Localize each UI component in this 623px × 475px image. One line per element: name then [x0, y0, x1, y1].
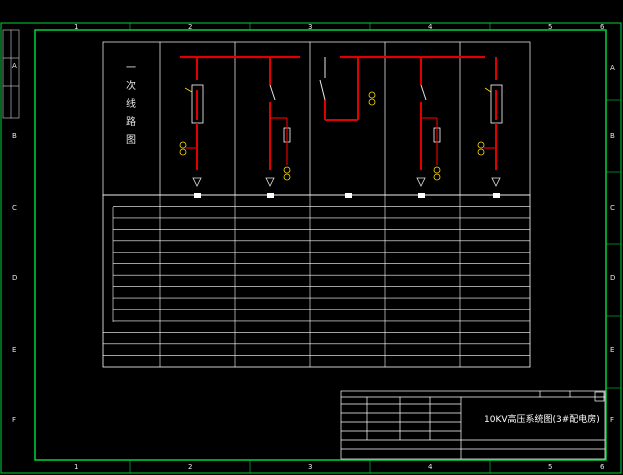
zone-label-left-c: C: [12, 204, 17, 212]
cabinet-2-circuit: [265, 57, 291, 187]
zone-label-left-b: B: [12, 132, 17, 140]
zone-label-left-d: D: [12, 274, 18, 282]
zone-label-bottom-1: 1: [74, 463, 79, 471]
zone-label-right-a: A: [610, 64, 615, 72]
cabinet-1-circuit: [179, 57, 204, 187]
zone-label-bottom-4: 4: [428, 463, 433, 471]
zone-label-bottom-6: 6: [600, 463, 605, 471]
bus-section-ct-2: [368, 98, 376, 106]
zone-label-top-6: 6: [600, 23, 605, 31]
zone-label-left-a: A: [12, 62, 17, 70]
bus-section-ct: [368, 91, 376, 99]
data-table-border: [102, 194, 531, 368]
zone-label-top-2: 2: [188, 23, 193, 31]
zone-label-right-e: E: [610, 346, 615, 354]
zone-label-right-f: F: [610, 416, 615, 424]
zone-ticks: [129, 23, 621, 473]
zone-label-bottom-5: 5: [548, 463, 553, 471]
outer-frame: [0, 22, 622, 474]
data-table-grid: [103, 206, 530, 356]
zone-label-top-4: 4: [428, 23, 433, 31]
zone-label-right-c: C: [610, 204, 615, 212]
left-binding-strip: [2, 29, 20, 119]
zone-label-right-d: D: [610, 274, 616, 282]
zone-label-bottom-2: 2: [188, 463, 193, 471]
zone-label-top-1: 1: [74, 23, 79, 31]
bus-section-switch: [319, 79, 326, 101]
title-block: [340, 390, 606, 460]
cabinet-5-circuit: [477, 57, 503, 187]
zone-label-left-e: E: [12, 346, 17, 354]
drawing-title: 10KV高压系统图(3#配电房): [484, 415, 600, 425]
inner-frame: [34, 29, 607, 461]
zone-label-top-3: 3: [308, 23, 313, 31]
cabinet-4-circuit: [416, 57, 441, 187]
zone-label-bottom-3: 3: [308, 463, 313, 471]
zone-label-right-b: B: [610, 132, 615, 140]
data-table-columns: [112, 195, 461, 367]
title-block-sheet-box: [594, 391, 605, 402]
schematic-side-title: 一 次 线 路 图: [126, 63, 136, 146]
zone-label-top-5: 5: [548, 23, 553, 31]
zone-label-left-f: F: [12, 416, 17, 424]
cabinet-id-marks: [194, 193, 500, 198]
